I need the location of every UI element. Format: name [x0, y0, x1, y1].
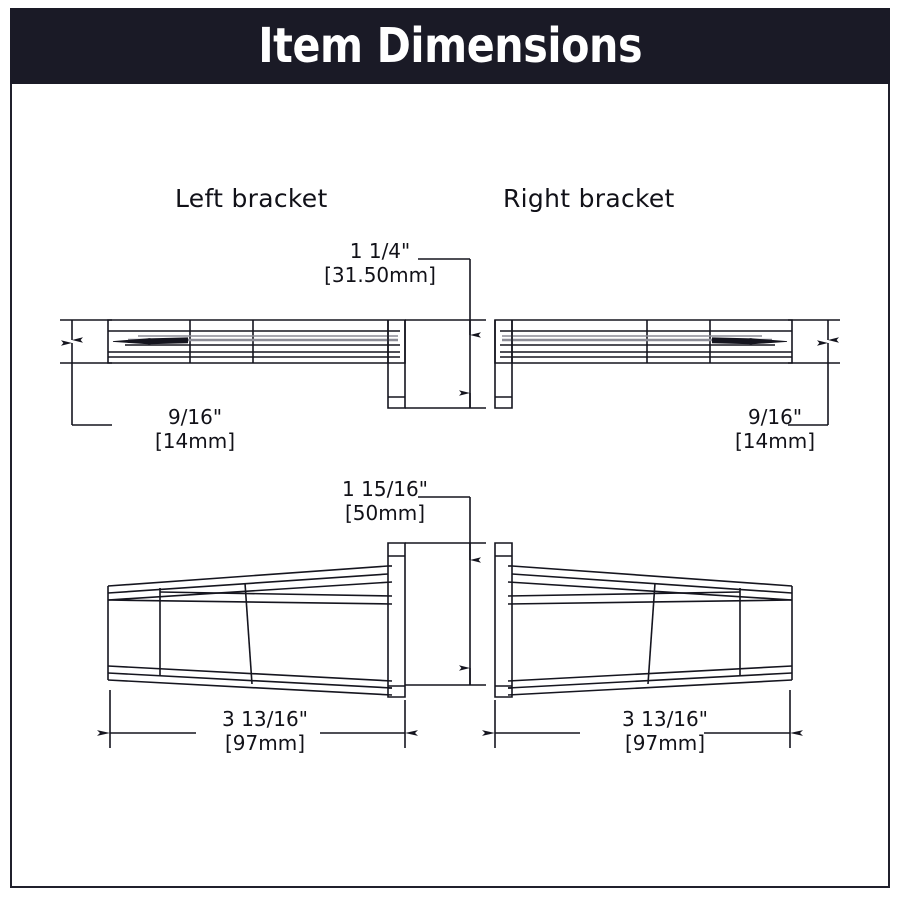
dim-left-top-thickness	[60, 319, 112, 426]
dimension-left-length-metric: [97mm]	[224, 730, 306, 755]
label-left-bracket: Left bracket	[175, 184, 328, 213]
label-right-bracket: Right bracket	[503, 184, 675, 213]
right-bracket-top-view	[494, 319, 793, 409]
dim-left-front-length	[97, 690, 418, 748]
dimension-left-length: 3 13/16" [97mm]	[180, 707, 350, 755]
dimension-right-length-imperial: 3 13/16"	[622, 707, 708, 731]
page-title: Item Dimensions	[258, 18, 642, 74]
dimension-front-height-imperial: 1 15/16"	[342, 477, 428, 501]
dimension-front-height-metric: [50mm]	[344, 500, 426, 525]
dimension-right-length: 3 13/16" [97mm]	[580, 707, 750, 755]
dimension-top-width: 1 1/4" [31.50mm]	[320, 239, 440, 287]
dim-right-front-length	[482, 690, 803, 748]
dim-left-top-width	[405, 258, 486, 409]
dim-left-front-height	[405, 496, 486, 686]
dimension-right-thickness: 9/16" [14mm]	[700, 405, 850, 453]
right-bracket-front-view	[494, 542, 793, 698]
dim-right-top-thickness	[788, 319, 840, 426]
dimension-right-thickness-imperial: 9/16"	[747, 405, 803, 429]
dimension-right-thickness-metric: [14mm]	[734, 428, 816, 453]
dimension-top-width-metric: [31.50mm]	[324, 262, 436, 287]
dimension-left-thickness: 9/16" [14mm]	[120, 405, 270, 453]
dimension-left-thickness-imperial: 9/16"	[167, 405, 223, 429]
dimension-top-width-imperial: 1 1/4"	[349, 239, 411, 263]
left-bracket-top-view	[107, 319, 406, 409]
dimension-right-length-metric: [97mm]	[624, 730, 706, 755]
header-bar: Item Dimensions	[10, 8, 890, 84]
dimension-left-length-imperial: 3 13/16"	[222, 707, 308, 731]
dimension-front-height: 1 15/16" [50mm]	[320, 477, 450, 525]
dimension-left-thickness-metric: [14mm]	[154, 428, 236, 453]
left-bracket-front-view	[107, 542, 406, 698]
